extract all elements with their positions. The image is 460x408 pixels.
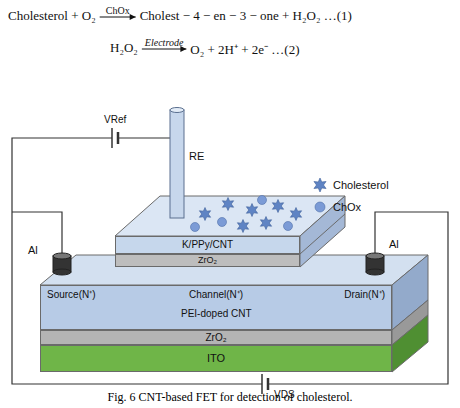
legend-sample [312,177,328,193]
part-label: Al [389,238,399,250]
wires [12,138,448,384]
figure-caption: Fig. 6 CNT-based FET for detection of ch… [0,390,460,405]
layer-label: Drain(N⁺) [344,290,385,300]
ito-substrate: ITO [40,345,392,372]
reference-electrode [170,108,184,219]
cholesterol-star [290,208,301,221]
equation-text: ChOx [106,5,130,16]
equation-text: Electrode [145,37,184,48]
part-label: Al [28,244,38,256]
cholesterol-star [272,200,283,213]
part-label: RE [189,150,204,162]
chox-circle [258,196,267,205]
gate-oxide-layer: ZrO₂ [115,254,300,267]
layer-label: Source(N⁺) [47,290,96,300]
legend-text: ChOx [333,201,361,213]
al-electrodes [53,253,384,275]
cholesterol-star [260,217,271,230]
cholesterol-star [237,220,248,233]
cholesterol-star [246,204,257,217]
layer-label: Channel(N⁺) [189,290,243,300]
channel-layer: Source(N⁺) Channel(N⁺) Drain(N⁺) PEI-doped … [40,285,392,330]
cholesterol-star [199,208,210,221]
legend-row: Cholesterol [312,174,389,196]
layer-label: ITO [207,353,225,364]
reaction-arrow [142,49,187,50]
legend-row: ChOx [312,196,389,218]
equation-text: Cholesterol + O₂ [8,8,96,24]
layer-label: PEI-doped CNT [181,309,252,319]
molecules [191,196,302,233]
layer-label: ZrO₂ [198,256,217,265]
legend: CholesterolChOx [312,174,389,218]
dielectric-layer: ZrO₂ [40,330,392,345]
part-label: VRef [104,114,126,125]
vref-battery [112,128,118,148]
layer-label: K/PPy/CNT [182,240,233,250]
chox-circle [191,223,200,232]
arrowhead [130,14,136,20]
legend-sample [312,199,328,215]
equation-text: O₂ + 2H⁺ + 2e⁻ …(2) [190,40,299,58]
sensing-layer: K/PPy/CNT [115,236,300,254]
cholesterol-star [222,198,233,211]
equation-text: Cholest − 4 − en − 3 − one + H₂O₂ …(1) [140,8,352,24]
legend-text: Cholesterol [333,179,389,191]
chox-circle [284,222,293,231]
layer-label: ZrO₂ [205,333,226,343]
chox-circle [218,218,227,227]
equation-text: H₂O₂ [110,40,138,56]
substrate-faces [40,196,428,372]
